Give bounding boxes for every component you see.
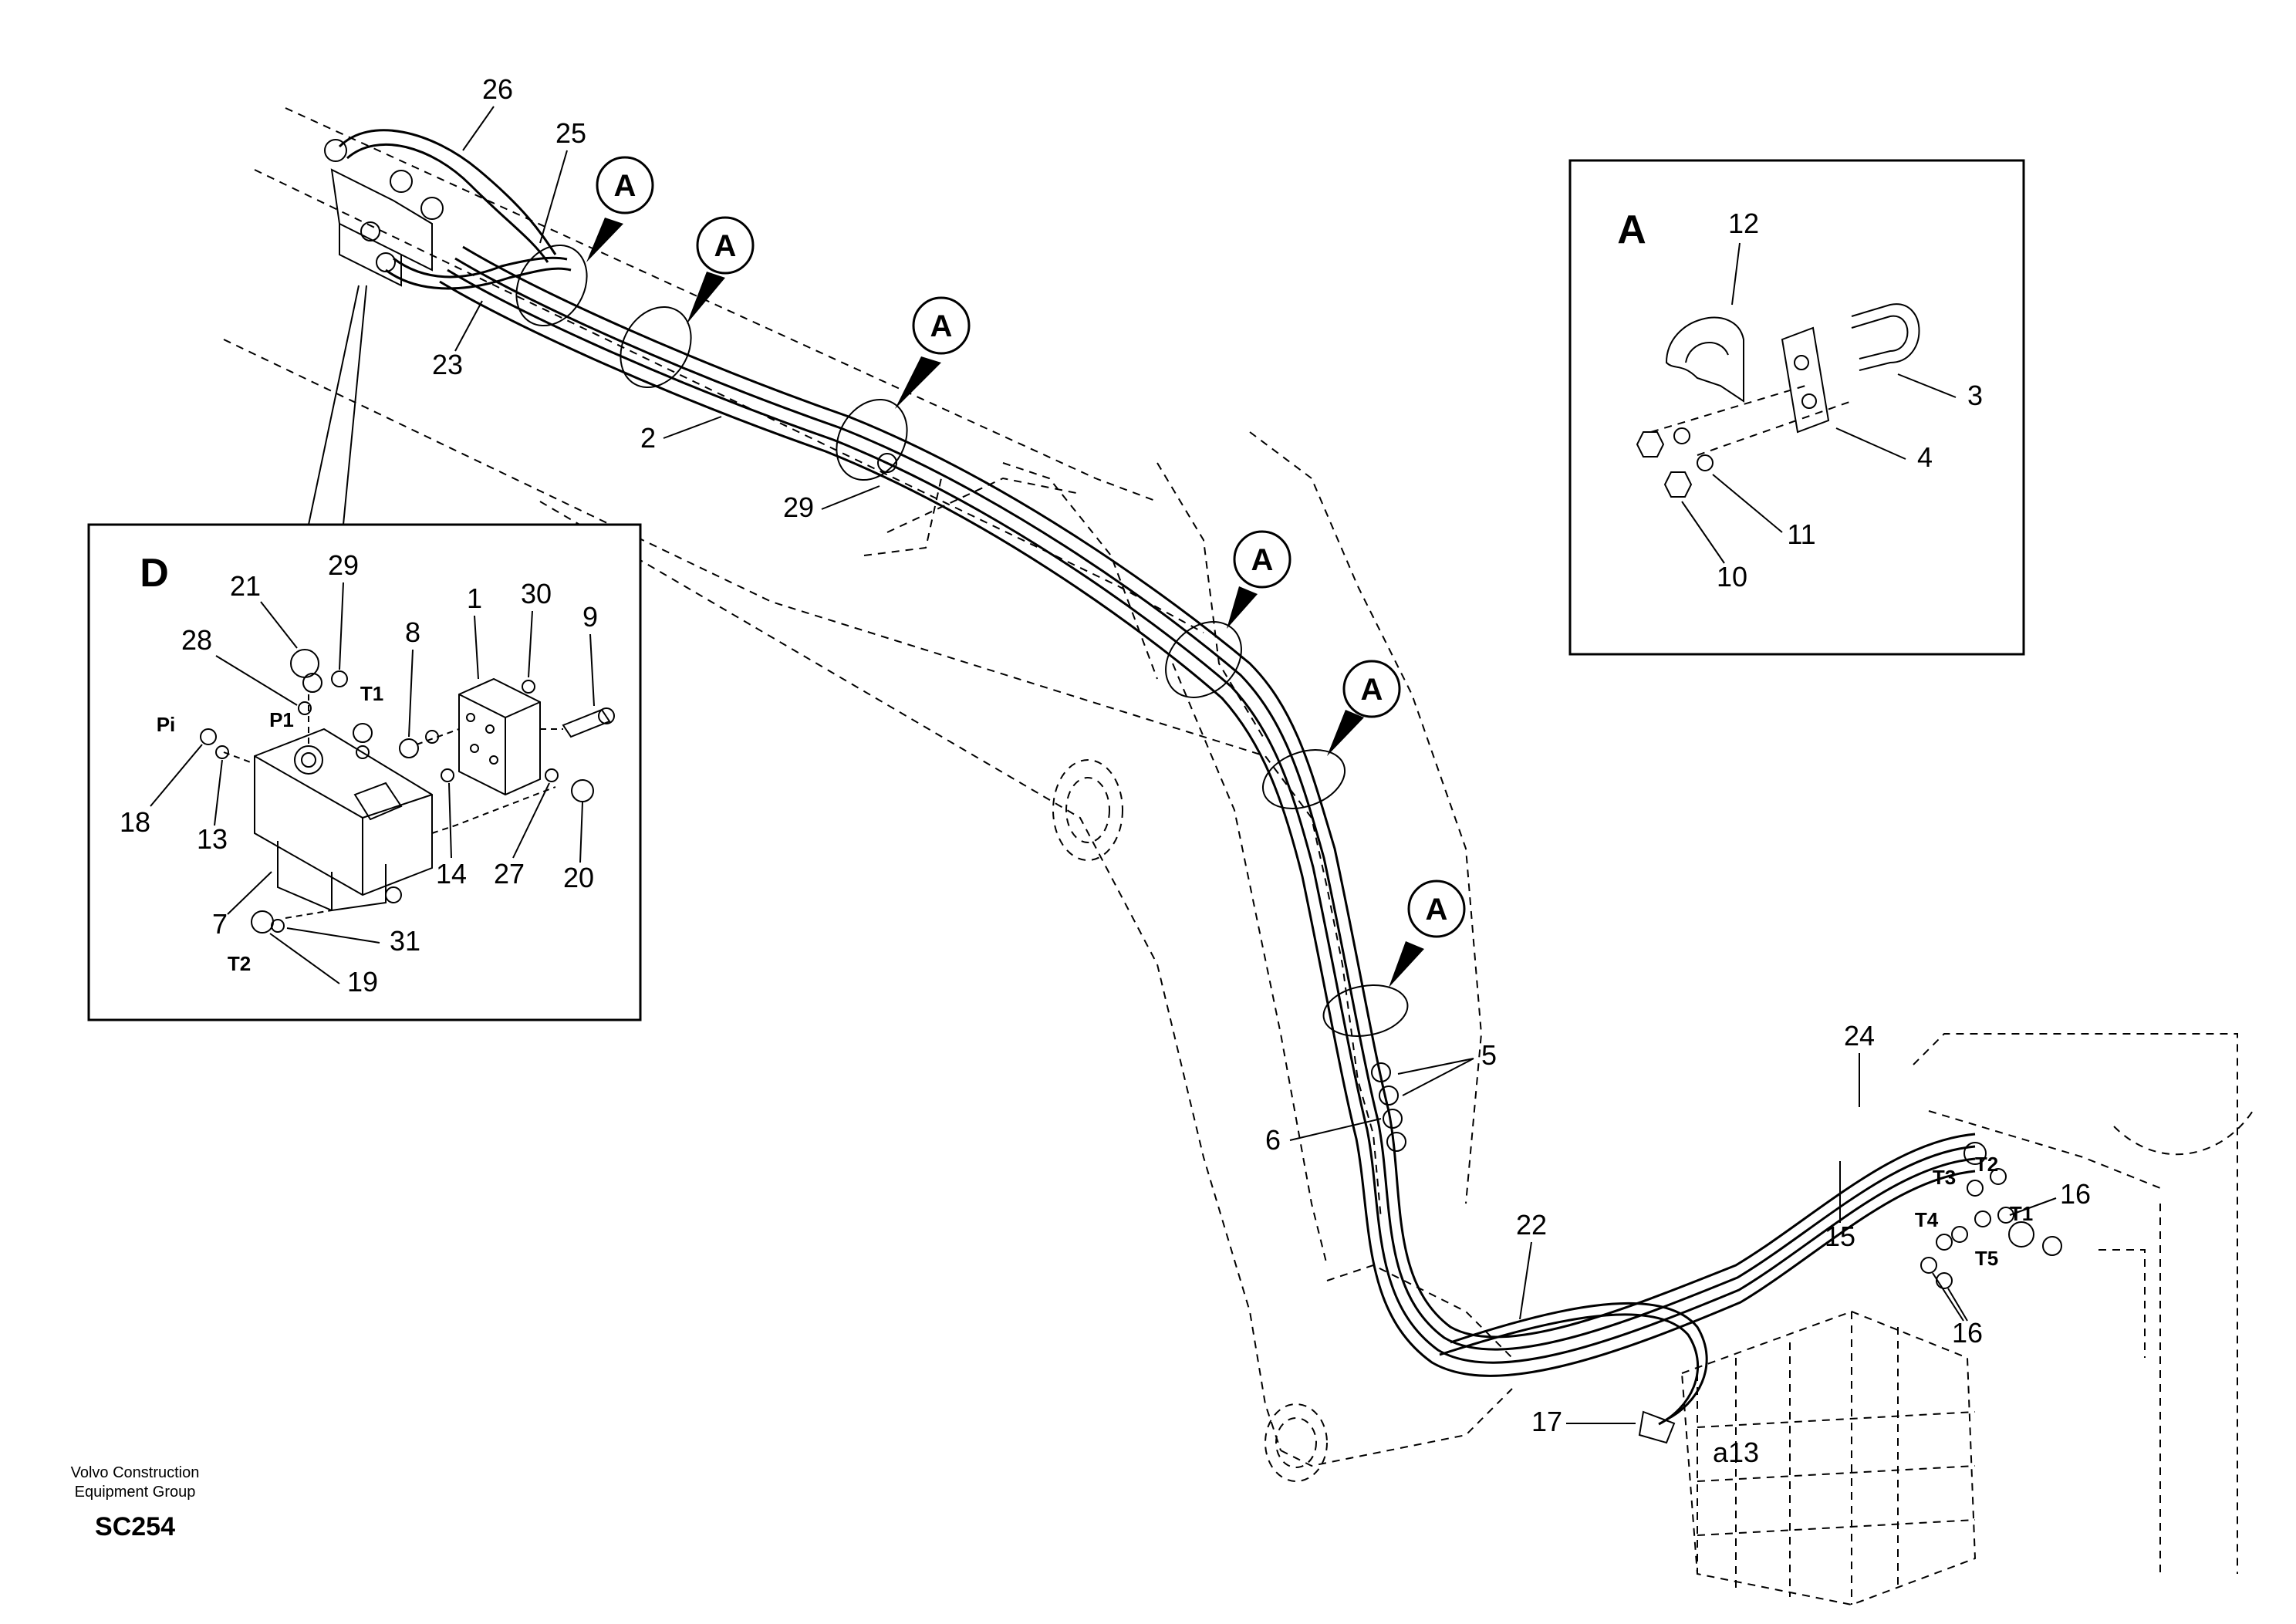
label-15: 15 xyxy=(1825,1221,1855,1252)
label-3: 3 xyxy=(1967,380,1983,411)
label-25: 25 xyxy=(555,117,586,149)
detail-a-title: A xyxy=(1617,208,1646,252)
callout-a-4: A xyxy=(1227,530,1292,629)
detail-d-title: D xyxy=(140,551,169,596)
svg-text:A: A xyxy=(1426,893,1448,927)
label-8: 8 xyxy=(405,616,420,648)
tag-pi: Pi xyxy=(157,713,176,736)
callout-a-3: A xyxy=(895,296,971,409)
label-11: 11 xyxy=(1787,518,1815,550)
svg-text:A: A xyxy=(930,309,953,343)
svg-text:A: A xyxy=(1361,673,1383,707)
control-valve xyxy=(1680,1033,2254,1606)
label-6: 6 xyxy=(1265,1124,1281,1156)
svg-text:A: A xyxy=(714,229,737,263)
label-2: 2 xyxy=(640,422,656,454)
label-17: 17 xyxy=(1531,1406,1562,1437)
label-29-d: 29 xyxy=(328,549,359,581)
label-a13: a13 xyxy=(1713,1437,1759,1468)
svg-text:A: A xyxy=(1251,543,1274,577)
footer-line1: Volvo Construction xyxy=(71,1464,200,1481)
main-labels: 26 25 23 2 29 5 6 22 24 15 16 16 17 T3 T… xyxy=(432,73,2091,1468)
tag-t1-d: T1 xyxy=(360,682,383,705)
port-fittings xyxy=(1920,1168,2062,1289)
label-16-upper: 16 xyxy=(2060,1178,2091,1210)
tag-t2-main: T2 xyxy=(1975,1153,1998,1176)
tag-p1: P1 xyxy=(269,708,294,731)
label-19: 19 xyxy=(347,966,378,998)
label-7: 7 xyxy=(212,908,228,940)
label-24: 24 xyxy=(1844,1020,1875,1052)
label-16-lower: 16 xyxy=(1952,1317,1983,1349)
valve-block-top xyxy=(308,139,444,525)
label-21: 21 xyxy=(230,570,261,602)
detail-box-a: A 12 3 4 11 10 xyxy=(1568,159,2025,656)
tag-t5: T5 xyxy=(1975,1247,1998,1270)
callout-a-6: A xyxy=(1389,880,1466,988)
label-27: 27 xyxy=(494,858,525,890)
clamp-callouts: A A A A A A xyxy=(515,156,1466,1037)
label-14: 14 xyxy=(436,858,467,890)
label-23: 23 xyxy=(432,349,463,380)
label-29-main: 29 xyxy=(783,491,814,523)
callout-a-1: A xyxy=(586,156,654,262)
footer: Volvo Construction Equipment Group SC254 xyxy=(71,1464,200,1541)
label-18: 18 xyxy=(120,806,150,838)
label-28: 28 xyxy=(181,624,212,656)
callout-a-5: A xyxy=(1327,660,1401,756)
label-4: 4 xyxy=(1917,441,1933,473)
diagram-code: SC254 xyxy=(95,1512,175,1541)
label-22: 22 xyxy=(1516,1209,1547,1241)
svg-text:A: A xyxy=(614,169,636,203)
label-20: 20 xyxy=(563,862,594,893)
footer-line2: Equipment Group xyxy=(75,1484,196,1501)
tag-t2-d: T2 xyxy=(228,952,251,975)
label-9: 9 xyxy=(582,601,598,633)
label-13: 13 xyxy=(197,823,228,855)
label-5: 5 xyxy=(1481,1039,1497,1071)
tag-t1-main: T1 xyxy=(2010,1202,2033,1225)
tag-t3: T3 xyxy=(1933,1166,1956,1189)
label-26: 26 xyxy=(482,73,513,105)
callout-a-2: A xyxy=(687,216,755,324)
label-10: 10 xyxy=(1717,561,1747,593)
label-1: 1 xyxy=(467,582,482,614)
tag-t4: T4 xyxy=(1915,1208,1939,1231)
label-12: 12 xyxy=(1728,208,1759,239)
detail-box-d: D xyxy=(87,523,642,1021)
label-30: 30 xyxy=(521,578,552,609)
label-31: 31 xyxy=(390,925,420,957)
fittings-mid xyxy=(877,453,1987,1444)
